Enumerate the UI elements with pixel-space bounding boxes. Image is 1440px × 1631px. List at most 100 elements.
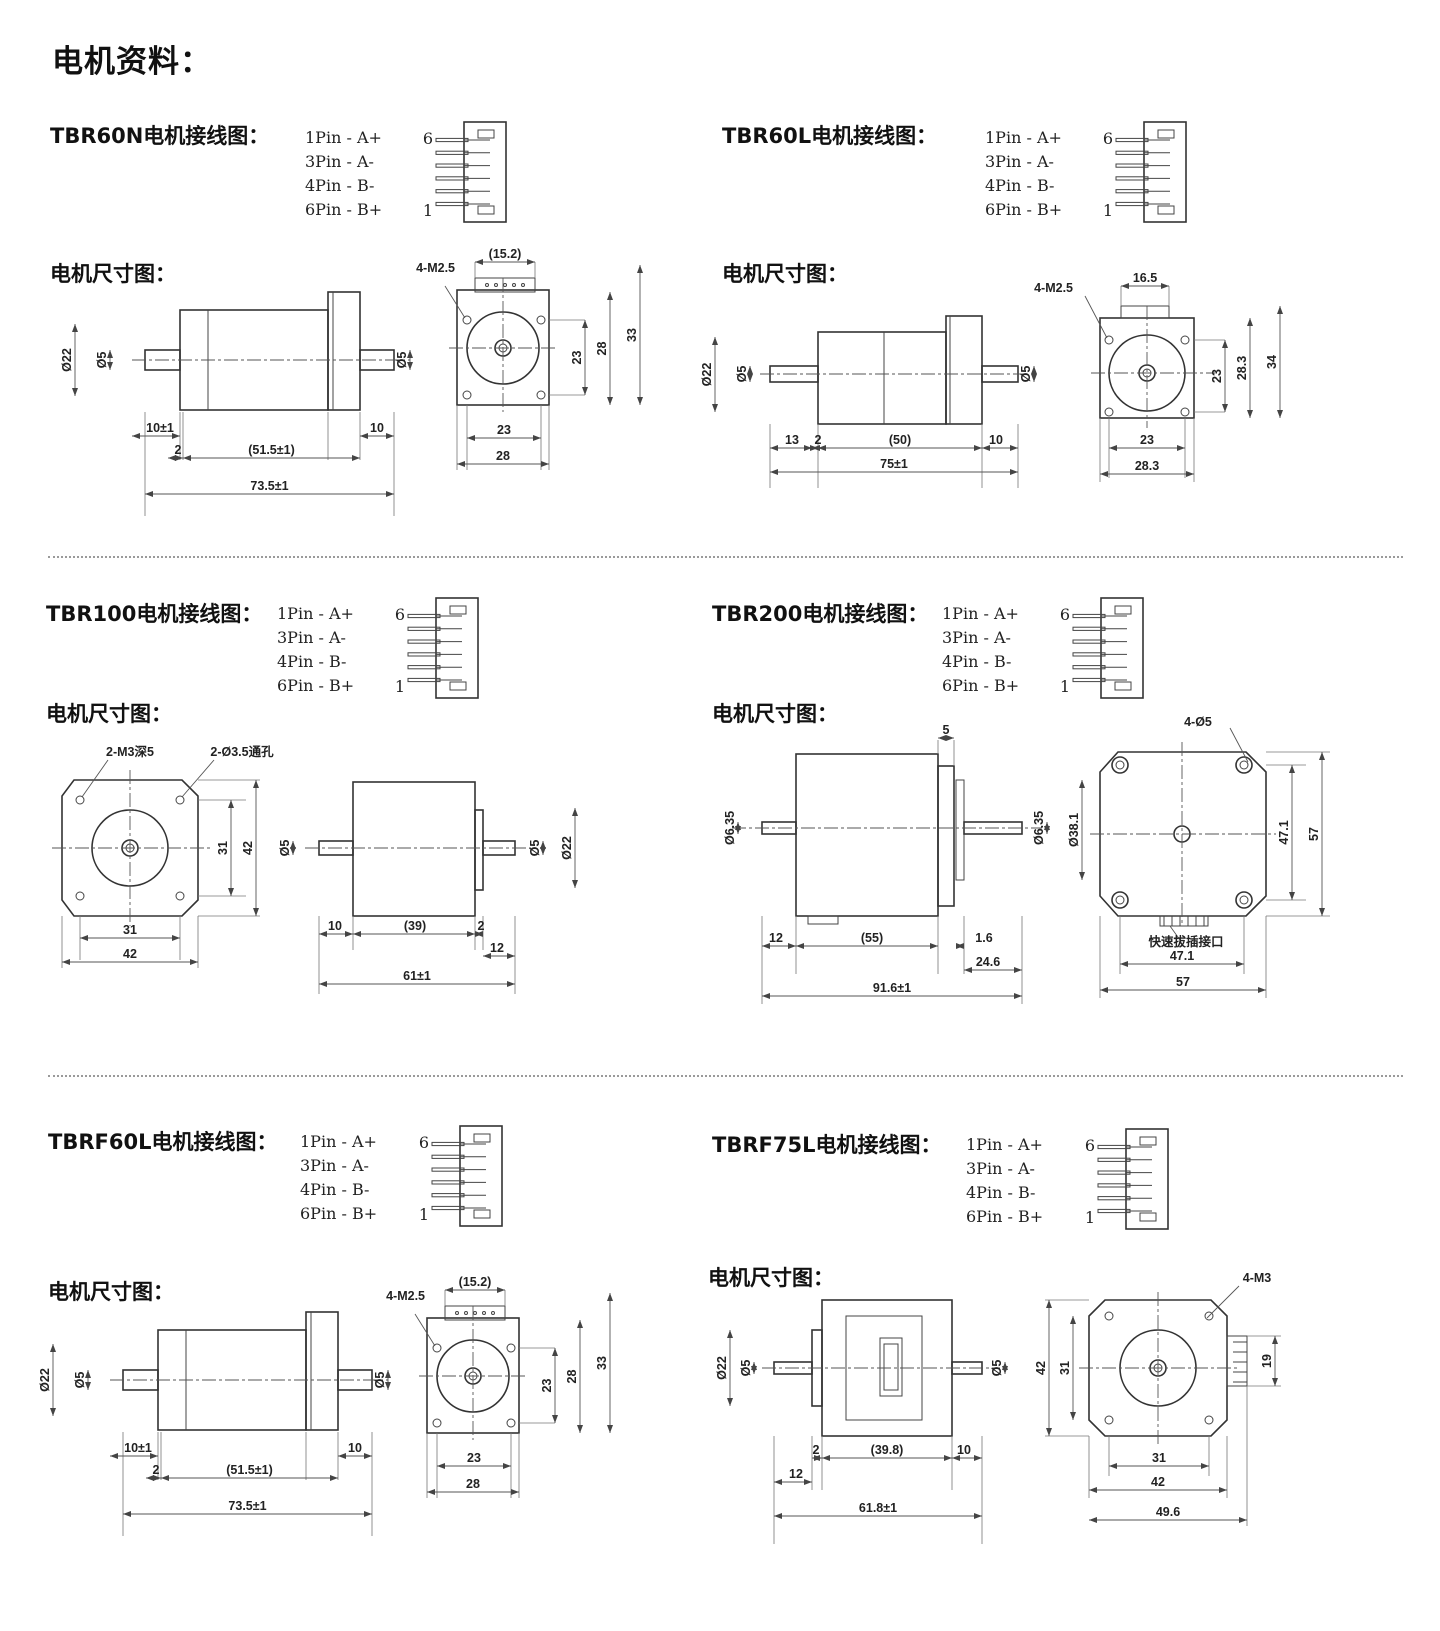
wiring-title: TBR60N电机接线图： [50,124,270,148]
flange-thickness: 2 [813,1443,820,1457]
dimensions-title: 电机尺寸图： [708,1266,834,1290]
rear-shaft-diameter: Ø5 [990,1360,1004,1377]
front-length: 10 [328,919,342,933]
hole-spacing-h: 31 [123,923,137,937]
boss-diameter: Ø22 [700,363,714,387]
pin-number-bottom: 1 [1060,677,1070,696]
section-divider [48,556,1403,558]
side-length-h: 28.3 [1135,459,1159,473]
hole-spec: 4-M2.5 [416,261,455,275]
hole-spacing-v: 23 [1210,369,1224,383]
hole-spec: 4-Ø5 [1184,715,1212,729]
rear-length: 10 [348,1441,362,1455]
pin-table: 1Pin - A+3Pin - A-4Pin - B-6Pin - B+ [305,126,382,222]
front-length: 12 [789,1467,803,1481]
wiring-title: TBR100电机接线图： [46,602,263,626]
total-length: 73.5±1 [228,1499,266,1513]
connector-diagram: 61 [395,597,479,699]
front-length: 10±1 [146,421,174,435]
pin-row: 4Pin - B- [966,1183,1036,1202]
hole-spec-tapped: 2-M3深5 [106,744,154,759]
flange-thickness: 2 [153,1463,160,1477]
hole-spacing-h: 31 [1152,1451,1166,1465]
hole-spec-through: 2-Ø3.5通孔 [210,744,274,759]
pin-row: 1Pin - A+ [985,128,1062,147]
pin-row: 6Pin - B+ [277,676,355,695]
rear-shaft-diameter: Ø5 [1019,366,1033,383]
pin-table: 1Pin - A+3Pin - A-4Pin - B-6Pin - B+ [277,602,354,698]
boss-length: 5 [943,723,950,737]
pin-row: 6Pin - B+ [985,200,1063,219]
side-length-v: 28.3 [1235,356,1249,380]
overall-height: 34 [1265,355,1279,369]
dimensions-title: 电机尺寸图： [46,702,172,726]
pin-table: 1Pin - A+3Pin - A-4Pin - B-6Pin - B+ [966,1133,1043,1229]
pin-row: 3Pin - A- [305,152,374,171]
pin-number-bottom: 1 [419,1205,429,1224]
side-length-v: 57 [1307,827,1321,841]
body-length: (39) [404,919,426,933]
side-length-h: 42 [1151,1475,1165,1489]
boss-diameter: Ø38.1 [1067,813,1081,847]
side-length-v: 28 [565,1370,579,1384]
total-length: 73.5±1 [250,479,288,493]
shaft-diameter: Ø5 [95,352,109,369]
overall-height: 33 [625,328,639,342]
wiring-title: TBRF75L电机接线图： [712,1133,942,1157]
wiring-title: TBR200电机接线图： [712,602,929,626]
body-length: (51.5±1) [226,1463,272,1477]
connector-diagram: 61 [1103,121,1187,223]
rear-shaft-diameter: Ø5 [528,840,542,857]
connector-diagram: 61 [1085,1128,1169,1230]
hole-spacing-v: 31 [1058,1361,1072,1375]
hole-spec: 4-M3 [1243,1271,1272,1285]
shaft-diameter: Ø6.35 [723,811,737,845]
boss-diameter: Ø22 [38,1368,52,1392]
pin-row: 3Pin - A- [300,1156,369,1175]
hole-spacing-v: 31 [216,841,230,855]
rear-length: 24.6 [976,955,1000,969]
pin-row: 3Pin - A- [966,1159,1035,1178]
rear-length: 10 [989,433,1003,447]
pin-row: 1Pin - A+ [277,604,354,623]
total-length: 91.6±1 [873,981,911,995]
shaft-diameter: Ø5 [73,1372,87,1389]
hole-spacing-h: 47.1 [1170,949,1194,963]
page-title: 电机资料： [52,44,212,80]
pin-row: 6Pin - B+ [305,200,383,219]
flange-thickness: 2 [815,433,822,447]
pin-table: 1Pin - A+3Pin - A-4Pin - B-6Pin - B+ [985,126,1062,222]
front-length: 13 [785,433,799,447]
pin-row: 4Pin - B- [277,652,347,671]
side-length-v: 42 [241,841,255,855]
pin-number-top: 6 [1103,129,1113,148]
pin-number-top: 6 [423,129,433,148]
pin-row: 1Pin - A+ [966,1135,1043,1154]
connector-diagram: 61 [423,121,507,223]
body-length: (51.5±1) [248,443,294,457]
pin-table: 1Pin - A+3Pin - A-4Pin - B-6Pin - B+ [942,602,1019,698]
pin-row: 4Pin - B- [985,176,1055,195]
pin-row: 6Pin - B+ [942,676,1020,695]
shaft-diameter: Ø5 [278,840,292,857]
body-length: (50) [889,433,911,447]
pin-row: 1Pin - A+ [942,604,1019,623]
hole-spacing-h: 23 [1140,433,1154,447]
side-length-v: 42 [1034,1361,1048,1375]
rear-shaft-diameter: Ø6.35 [1032,811,1046,845]
rear-length: 10 [957,1443,971,1457]
dimensions-title: 电机尺寸图： [48,1280,174,1304]
pin-number-top: 6 [395,605,405,624]
total-length: 61.8±1 [859,1501,897,1515]
hole-spacing-v: 23 [570,351,584,365]
pin-row: 1Pin - A+ [305,128,382,147]
